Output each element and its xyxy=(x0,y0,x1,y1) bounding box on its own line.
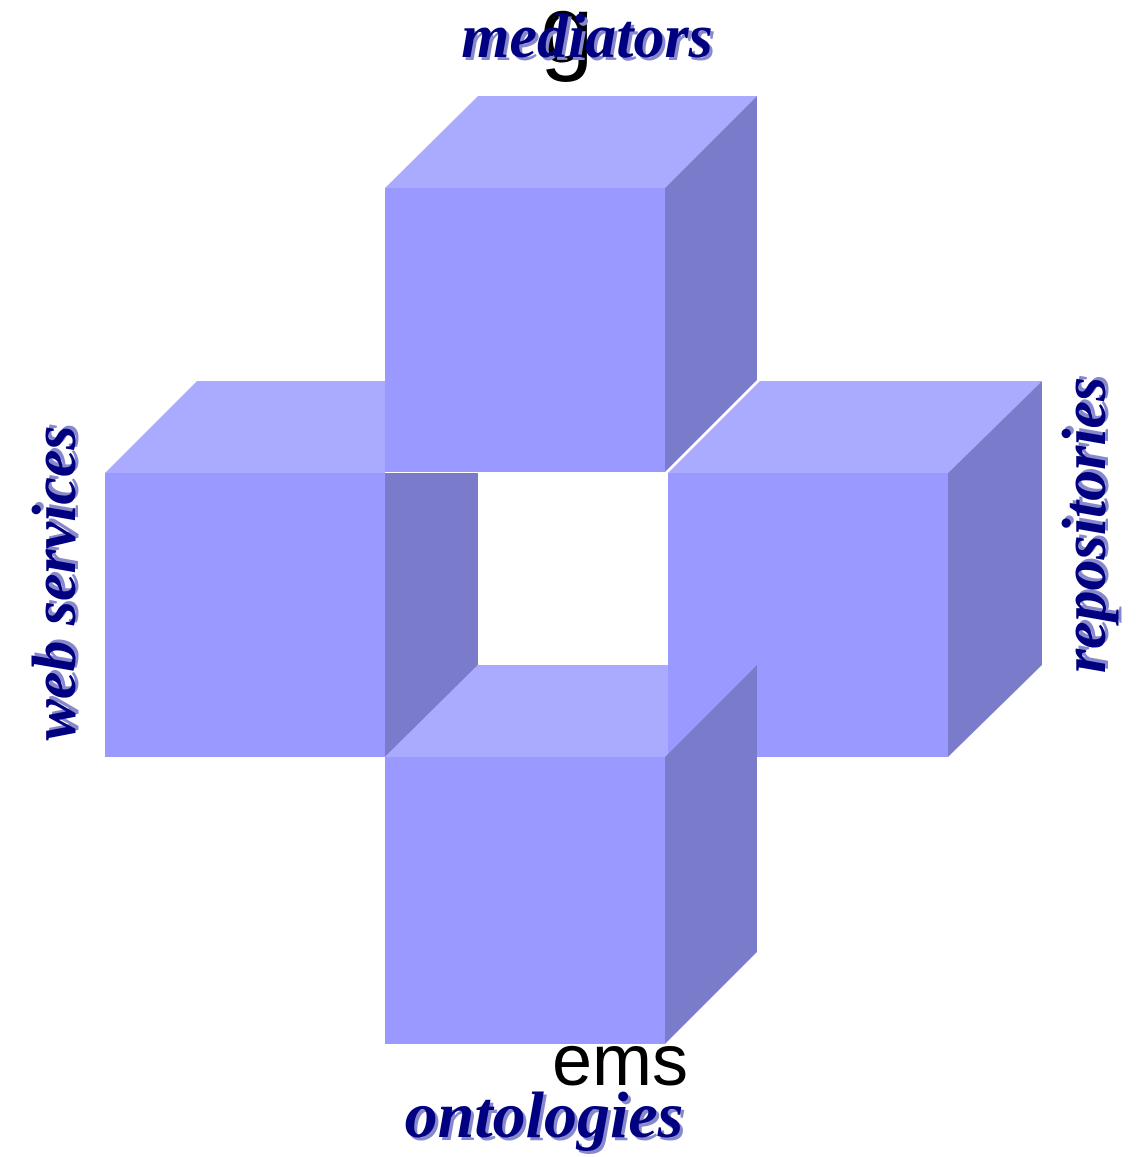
cropped-slide-text-top: g xyxy=(540,0,594,83)
cube-ontologies-front-face xyxy=(385,757,665,1044)
label-web-services: web services web services xyxy=(21,422,92,740)
label-repositories-shadow: repositories xyxy=(1054,374,1122,670)
cube-web-services-front-face xyxy=(105,473,385,757)
label-ontologies-shadow: ontologies xyxy=(408,1082,687,1155)
cube-mediators xyxy=(385,96,757,472)
cube-repositories-top-face xyxy=(668,381,1042,473)
cube-mediators-side-face xyxy=(665,96,757,472)
cube-ontologies-top-face xyxy=(385,665,668,757)
cube-ontologies-side-face xyxy=(665,665,757,1044)
label-mediators: mediators mediators xyxy=(461,3,715,74)
label-web-services-text: web services xyxy=(21,425,89,740)
cube-mediators-front-face xyxy=(385,188,665,472)
cube-web-services-side-face xyxy=(385,473,478,757)
cube-ontologies xyxy=(385,665,757,1044)
cube-mediators-top-face xyxy=(385,96,757,188)
label-repositories: repositories repositories xyxy=(1051,374,1122,673)
label-web-services-shadow: web services xyxy=(24,422,92,737)
label-ontologies-text: ontologies xyxy=(405,1079,684,1152)
cube-web-services xyxy=(105,381,478,757)
cube-web-services-top-face xyxy=(105,381,385,473)
label-repositories-text: repositories xyxy=(1051,377,1119,673)
label-mediators-text: mediators xyxy=(461,3,712,71)
label-mediators-shadow: mediators xyxy=(464,6,715,74)
cube-repositories-side-face xyxy=(948,381,1042,757)
label-ontologies: ontologies ontologies xyxy=(405,1079,687,1155)
